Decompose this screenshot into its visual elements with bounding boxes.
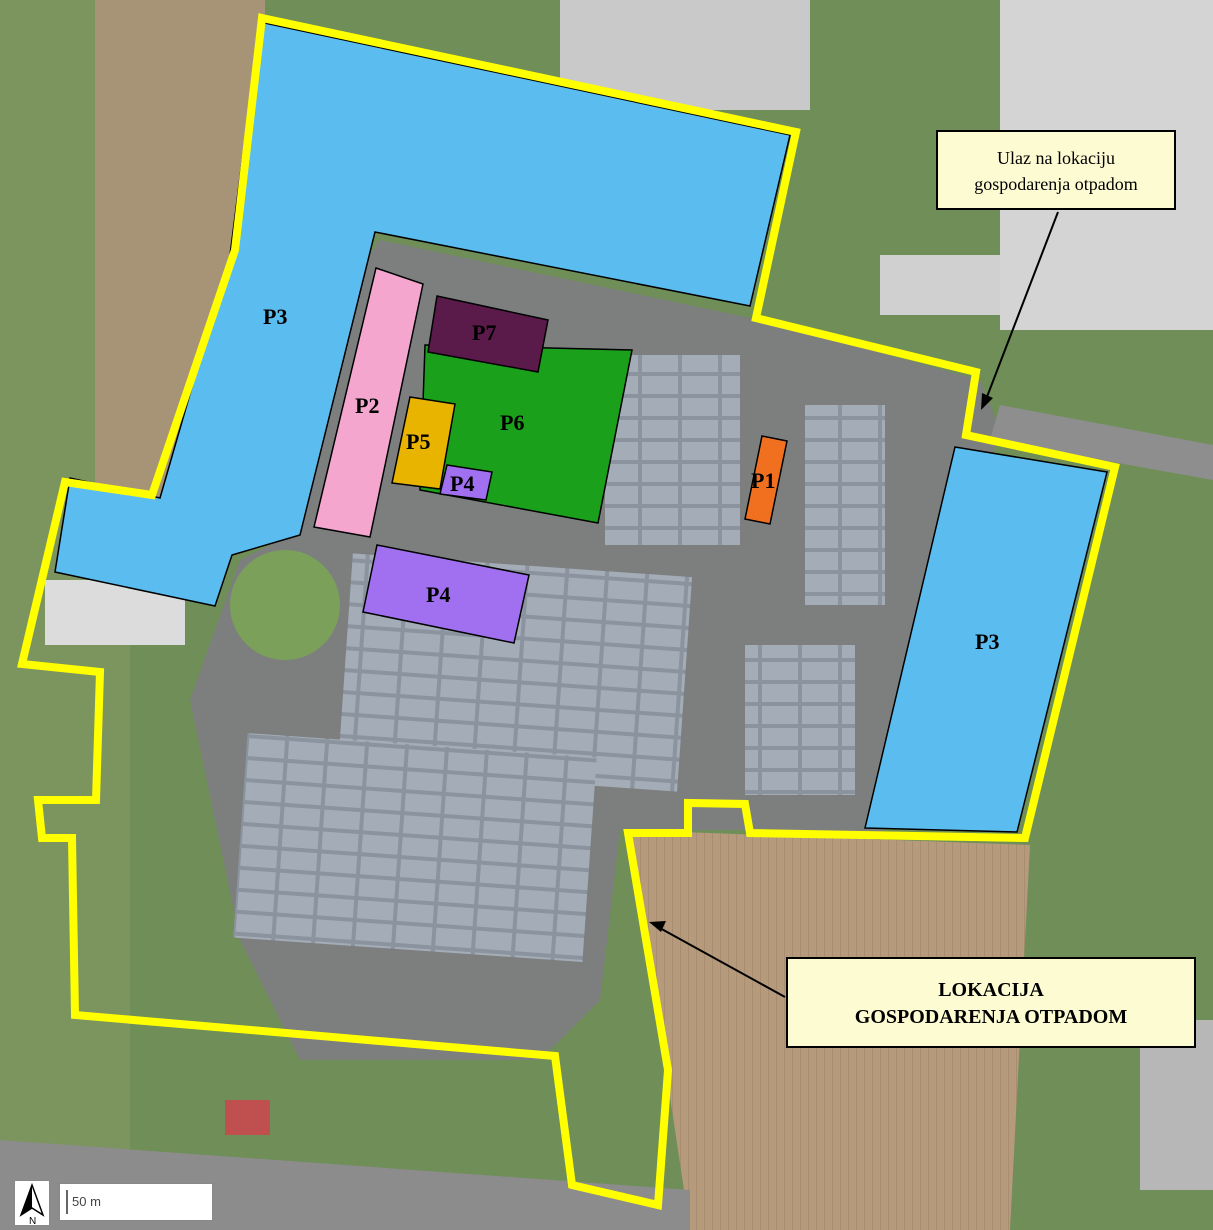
label-p7: P7 [472,320,496,345]
zone-p6[interactable] [419,344,633,524]
zone-p1[interactable] [744,435,788,525]
entrance-arrowhead-icon [981,393,993,410]
label-p2: P2 [355,393,379,418]
entrance-callout: Ulaz na lokaciju gospodarenja otpadom [936,130,1176,210]
label-p6: P6 [500,410,524,435]
zone-p3-west[interactable] [54,21,791,607]
zone-p7[interactable] [427,295,549,373]
zone-p4-small[interactable] [439,464,493,501]
site-boundary [17,13,1120,1210]
label-p1: P1 [751,468,775,493]
label-p5: P5 [406,429,430,454]
label-p3-east: P3 [975,629,999,654]
roof-panels-1 [605,355,740,545]
building-northeast-small [880,255,1000,315]
zone-p3-east[interactable] [864,446,1108,833]
north-label: N [29,1216,36,1225]
scale-bar-label: 50 m [72,1194,101,1209]
location-callout-line-2: GOSPODARENJA OTPADOM [854,1006,1128,1028]
zone-p2[interactable] [313,267,424,538]
road-east [990,405,1213,480]
location-callout-line-1: LOKACIJA [938,979,1044,1001]
entrance-callout-line-1: Ulaz na lokaciju [997,148,1115,168]
building-red-roof [225,1100,270,1135]
label-p4-large: P4 [426,582,450,607]
building-southeast-edge [1140,1020,1213,1190]
roundabout-green [230,550,340,660]
roof-panels-3 [233,733,597,962]
scale-bar-tick [66,1190,68,1214]
north-arrow-icon: N [19,1182,45,1225]
location-arrowhead-icon [649,921,666,932]
location-leader-line [657,926,786,998]
north-arrow: N [14,1180,50,1226]
roof-panels-4 [805,405,885,605]
zone-p4-large[interactable] [362,544,530,644]
entrance-leader-line [984,211,1059,403]
label-p4-small: P4 [450,471,474,496]
location-callout: LOKACIJA GOSPODARENJA OTPADOM [786,957,1196,1048]
roof-panels-5 [745,645,855,795]
scale-bar: 50 m [59,1183,213,1221]
zone-p5[interactable] [391,396,456,490]
entrance-callout-line-2: gospodarenja otpadom [974,174,1138,194]
label-p3-west: P3 [263,304,287,329]
